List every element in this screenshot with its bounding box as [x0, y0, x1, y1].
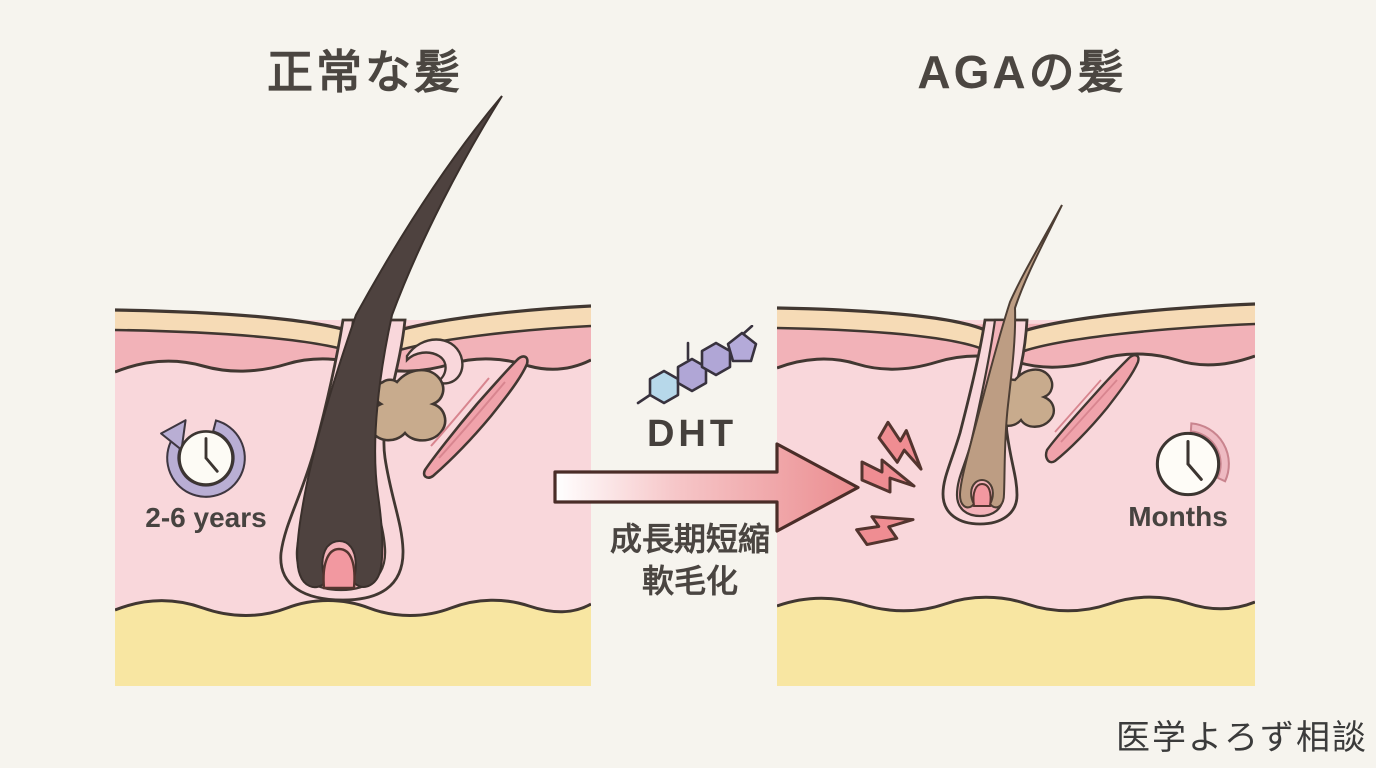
aga-hair-shaft: [958, 204, 1063, 509]
fat-layer-outline: [777, 595, 1255, 613]
dermal-papilla: [322, 547, 356, 590]
lightning-bolt: [855, 515, 915, 547]
effect-line2: 軟毛化: [641, 563, 739, 599]
subcutaneous-fat-layer: [777, 597, 1255, 686]
credit-text: 医学よろず相談: [1116, 720, 1368, 757]
molecule-ring-d: [726, 331, 758, 363]
methyl-stick: [636, 393, 652, 405]
left-panel-title: 正常な髪: [267, 46, 463, 98]
cycle-arrowhead: [160, 419, 187, 451]
molecule-ring-c: [700, 341, 732, 377]
subcutaneous-fat-layer: [115, 600, 591, 686]
right-transition-arrow: [553, 442, 860, 533]
effect-text: 成長期短縮 軟毛化: [610, 518, 770, 602]
muscle-striations: [1054, 379, 1118, 443]
dht-molecule-icon: [636, 325, 758, 405]
dht-label: DHT: [646, 413, 738, 455]
right-panel-title: AGAの髪: [917, 46, 1127, 98]
molecule-ring-a: [648, 369, 680, 405]
lightning-icon: [855, 420, 923, 547]
epidermis-layer: [777, 304, 1255, 354]
muscle-striations: [430, 377, 506, 459]
normal-hair-shaft: [296, 95, 503, 589]
partial-clock-icon: [1155, 422, 1230, 497]
effect-line1: 成長期短縮: [609, 521, 771, 557]
epidermis-layer: [115, 306, 591, 355]
left-duration-label: 2-6 years: [145, 502, 267, 533]
partial-ring: [1189, 422, 1230, 483]
clock-hands: [1186, 440, 1203, 481]
right-duration-label: Months: [1128, 501, 1228, 532]
clock-hands: [204, 437, 219, 473]
arrow-shape: [553, 442, 860, 533]
cycle-clock-icon: [160, 419, 246, 498]
fat-layer-outline: [115, 598, 591, 617]
dermal-papilla: [972, 482, 992, 507]
lightning-bolt: [877, 420, 923, 471]
lightning-bolt: [860, 458, 916, 494]
